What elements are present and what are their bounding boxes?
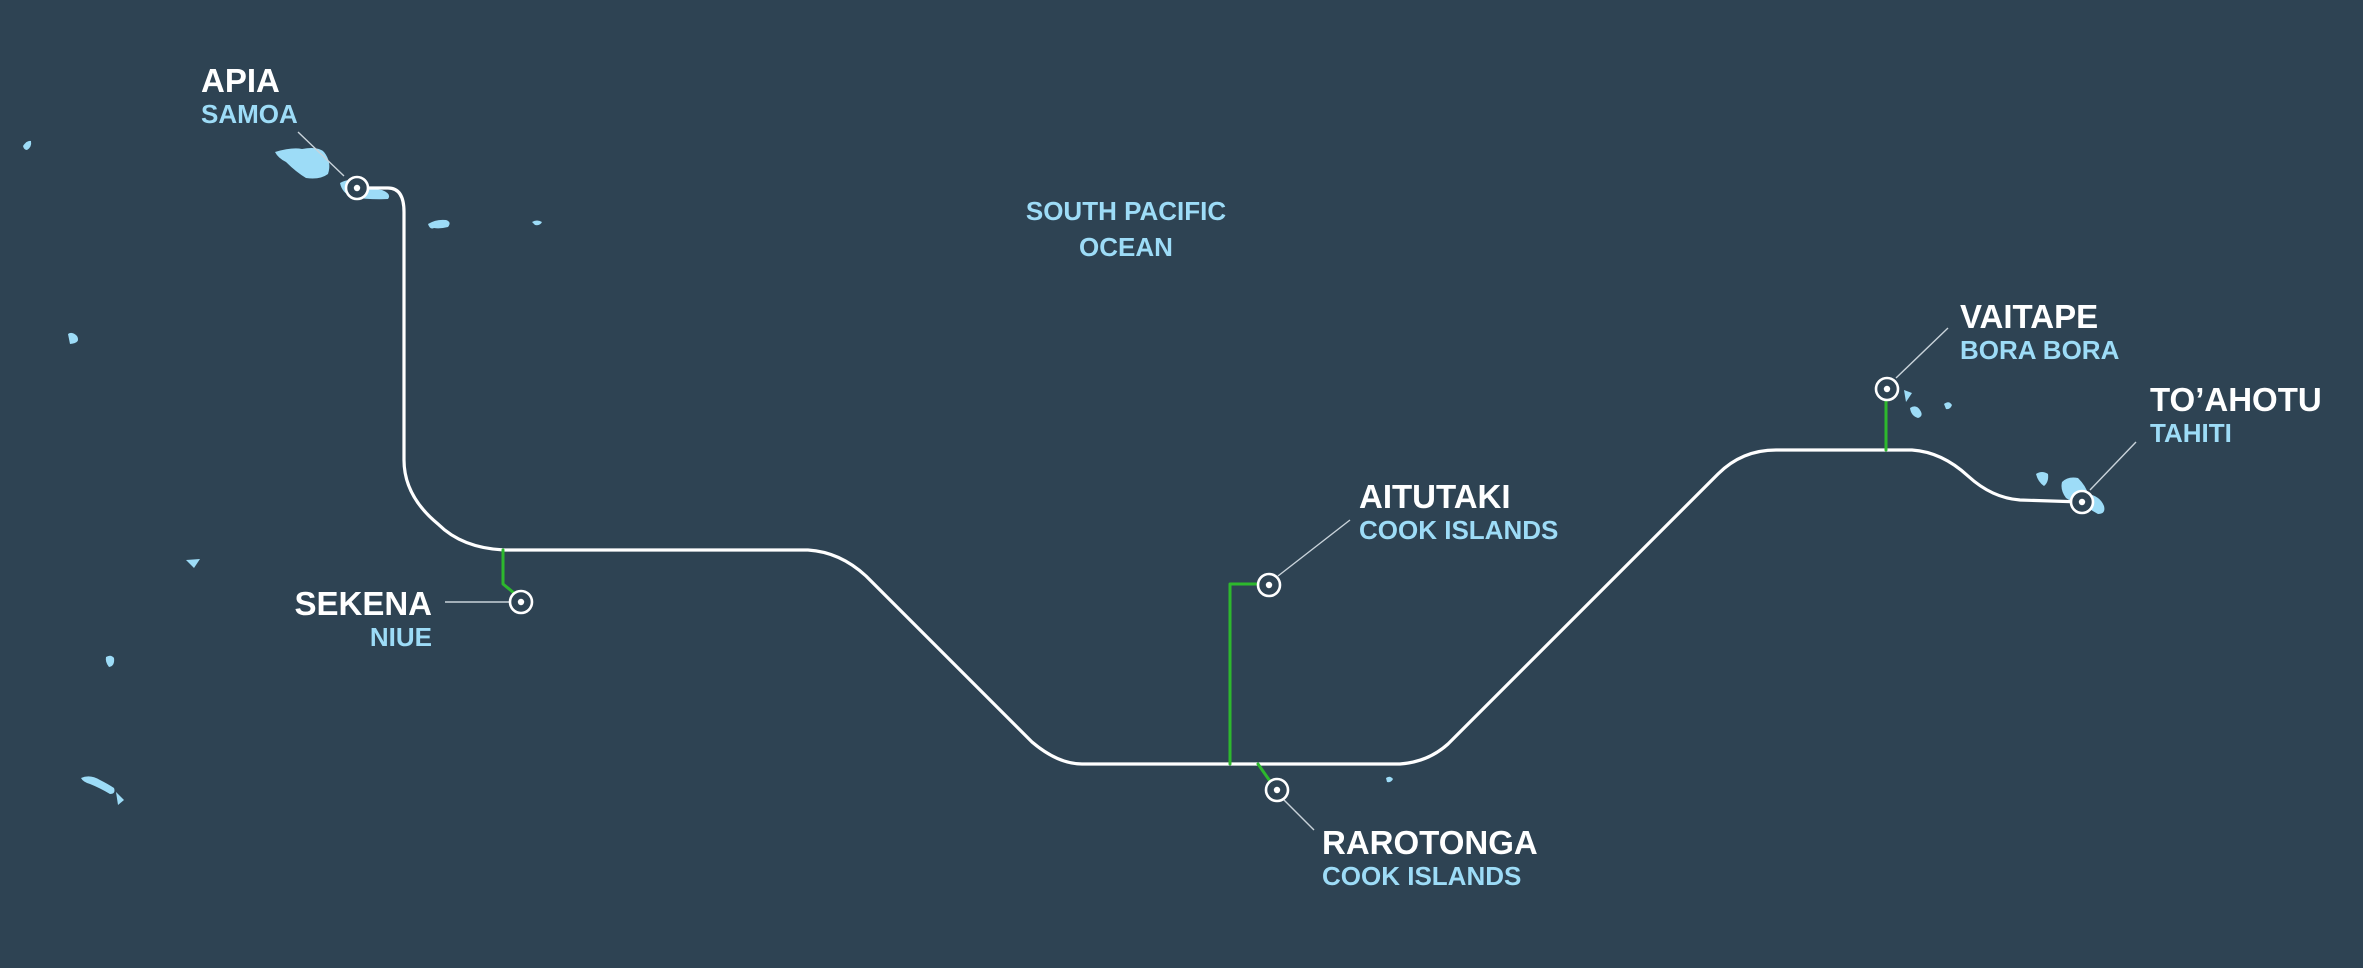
branch-aitutaki [1228,582,1264,766]
island-futuna [68,332,79,344]
country-name: NIUE [369,622,432,652]
island-mauke [1386,776,1393,783]
country-name: TAHITI [2150,418,2232,448]
city-name: VAITAPE [1960,298,2099,335]
island-aunuu [532,220,542,226]
landing-label-apia[interactable]: APIA SAMOA [201,64,298,127]
landing-station-icon[interactable] [344,175,370,201]
island-tahaa [1910,406,1922,418]
island-wallis [23,140,32,150]
leader-aitutaki [1277,519,1351,577]
country-name: COOK ISLANDS [1359,515,1559,545]
landing-label-vaitape[interactable]: VAITAPE BORA BORA [1960,300,2119,363]
landing-station-icon[interactable] [2069,489,2095,515]
ocean-label-line2: OCEAN [1079,232,1173,262]
ocean-label: SOUTH PACIFIC OCEAN [1026,198,1226,260]
island-eua [116,792,124,805]
leader-apia [297,131,345,177]
landing-station-icon[interactable] [1264,777,1290,803]
island-upolu [275,148,330,179]
city-name: APIA [201,62,280,99]
trunk-cable [355,186,2084,766]
country-name: SAMOA [201,99,298,129]
island-tutuila [428,219,450,229]
landing-station-icon[interactable] [1256,572,1282,598]
island-tongatapu [81,776,115,794]
landing-label-rarotonga[interactable]: RAROTONGA COOK ISLANDS [1322,826,1538,889]
leader-rarotonga [1283,799,1315,831]
landing-label-sekena[interactable]: SEKENA NIUE [294,587,432,650]
landing-station-icon[interactable] [1874,376,1900,402]
island-tonga-north [186,559,200,568]
island-vavau [105,655,115,667]
island-moorea [2036,472,2049,486]
landing-stations [344,175,2095,803]
country-name: COOK ISLANDS [1322,861,1522,891]
landing-station-icon[interactable] [508,589,534,615]
island-bora-bora [1904,390,1912,402]
landing-label-aitutaki[interactable]: AITUTAKI COOK ISLANDS [1359,480,1558,543]
leader-lines [297,131,2137,831]
city-name: AITUTAKI [1359,478,1511,515]
city-name: RAROTONGA [1322,824,1538,861]
island-maupiti [1944,402,1952,410]
landing-label-toahotu[interactable]: TO’AHOTU TAHITI [2150,383,2322,446]
country-name: BORA BORA [1960,335,2120,365]
leader-vaitape [1895,327,1949,379]
city-name: TO’AHOTU [2150,381,2322,418]
city-name: SEKENA [294,585,432,622]
leader-toahotu [2089,441,2137,491]
ocean-label-line1: SOUTH PACIFIC [1025,196,1227,226]
branch-cables [501,390,1888,786]
